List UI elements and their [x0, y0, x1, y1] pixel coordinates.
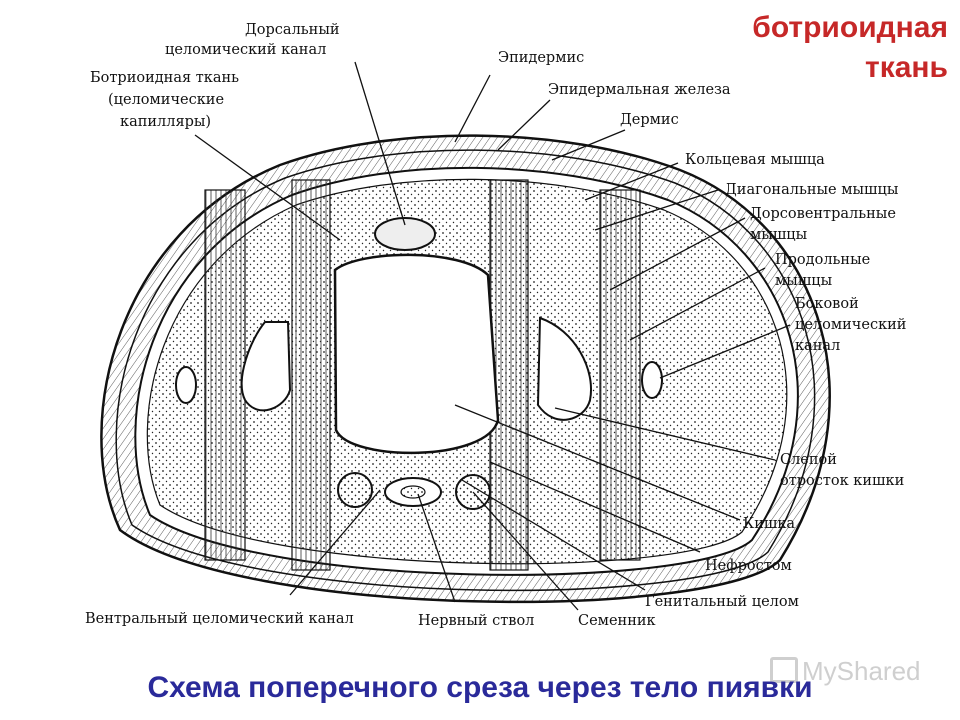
label-lateral-canal-1: Боковой: [795, 296, 859, 312]
watermark-text: MyShared: [802, 656, 921, 686]
label-caecum-1: Слепой: [780, 452, 837, 468]
label-lateral-canal-3: канал: [795, 338, 840, 354]
testis-left: [337, 472, 373, 508]
slide-caption: Схема поперечного среза через тело пиявк…: [147, 671, 813, 704]
title-line-2: ткань: [865, 51, 948, 84]
caecum-right: [536, 316, 592, 421]
watermark-icon: [770, 657, 798, 683]
label-lateral-canal-2: целомический: [795, 317, 906, 333]
label-dorsoventral-2: мышцы: [750, 227, 808, 243]
intestine-lumen: [333, 253, 500, 455]
label-dermis: Дермис: [620, 112, 679, 128]
nerve-cord: [400, 485, 426, 499]
dorsal-coelomic-canal: [374, 217, 436, 251]
label-intestine: Кишка: [743, 516, 795, 532]
label-genital-coelom: Генитальный целом: [645, 594, 799, 610]
label-dorsal-canal-1: Дорсальный: [245, 22, 340, 38]
label-epidermal-gland: Эпидермальная железа: [548, 82, 731, 98]
label-testis: Семенник: [578, 613, 656, 629]
label-botryoid-1: Ботриоидная ткань: [90, 70, 239, 86]
label-caecum-2: отросток кишки: [780, 473, 904, 489]
caecum-left: [240, 321, 292, 412]
botryoid-tissue-title: ботриоидная ткань: [752, 8, 948, 88]
title-line-1: ботриоидная: [752, 11, 948, 44]
label-ventral-canal: Вентральный целомический канал: [85, 611, 354, 627]
label-dorsoventral-1: Дорсовентральные: [750, 206, 896, 222]
leader-lines: [194, 61, 791, 611]
myshared-watermark: MyShared: [770, 656, 930, 686]
label-nephrostome: Нефростом: [705, 558, 792, 574]
diagram-labels: Дорсальный целомический канал Ботриоидна…: [85, 22, 906, 629]
label-botryoid-2: (целомические: [108, 92, 224, 108]
label-circular-muscle: Кольцевая мышца: [685, 152, 825, 168]
label-longitudinal-2: мышцы: [775, 273, 833, 289]
label-botryoid-3: капилляры): [120, 114, 211, 130]
label-diagonal-muscles: Диагональные мышцы: [725, 182, 899, 198]
lateral-canal-left: [175, 366, 197, 404]
label-nerve-cord: Нервный ствол: [418, 613, 534, 629]
label-epidermis: Эпидермис: [498, 50, 584, 66]
lateral-canal-right: [641, 361, 663, 399]
label-dorsal-canal-2: целомический канал: [165, 42, 326, 58]
label-longitudinal-1: Продольные: [775, 252, 870, 268]
